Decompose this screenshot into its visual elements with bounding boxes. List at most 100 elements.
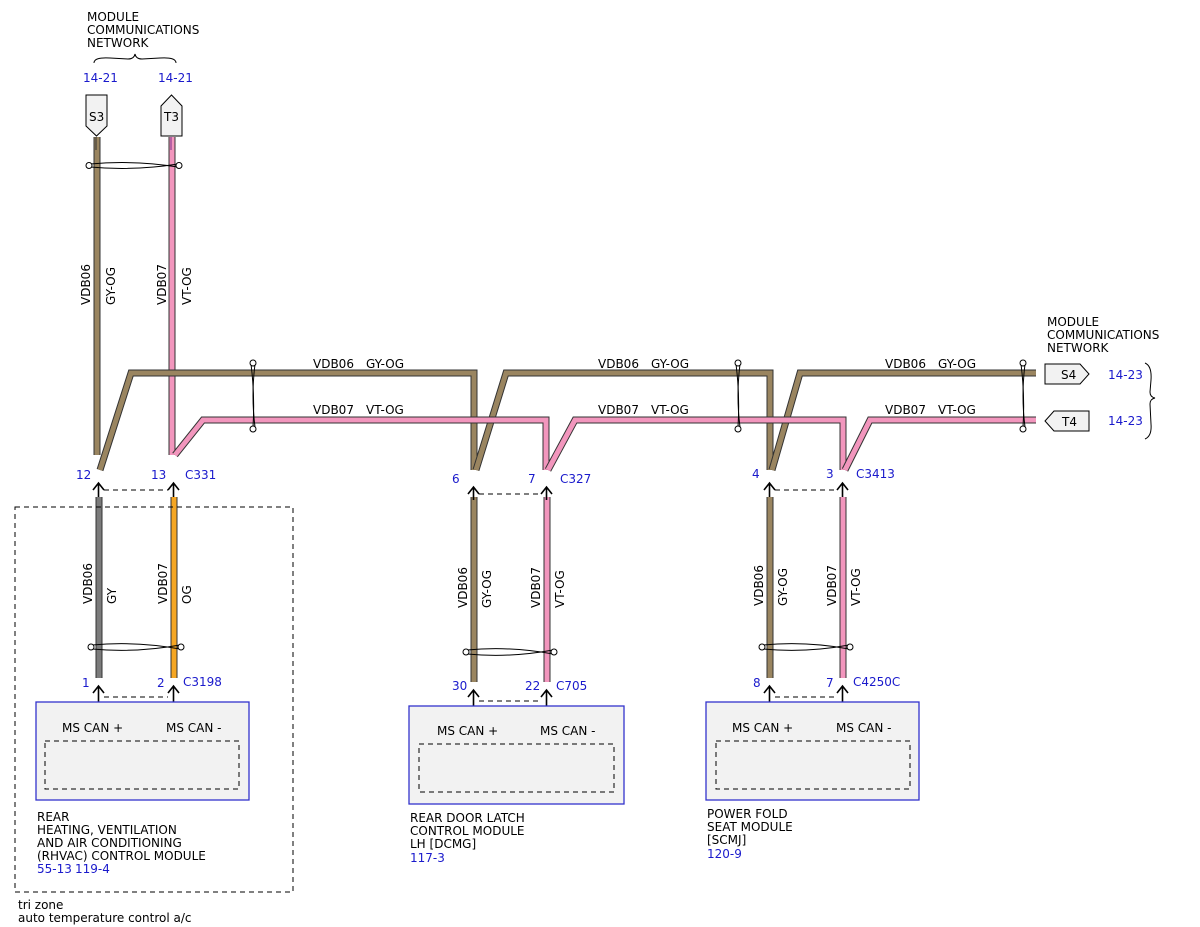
- twist-bus-1: [249, 359, 257, 433]
- dcmg-name-3: LH [DCMG]: [410, 837, 476, 851]
- m1-a-circuit: VDB06: [81, 563, 95, 604]
- twist-top: [85, 162, 183, 169]
- scmj-name-2: SEAT MODULE: [707, 820, 793, 834]
- network-right-brace: [1144, 362, 1156, 440]
- t3-ref: 14-21: [158, 71, 193, 85]
- rhvac-pin-minus: MS CAN -: [166, 721, 222, 735]
- connector-c4250c[interactable]: 8 7 C4250C: [753, 675, 900, 705]
- rhvac-name-3: AND AIR CONDITIONING: [37, 836, 182, 850]
- network-top-line1: MODULE: [87, 10, 139, 24]
- t3-flag[interactable]: T3: [160, 94, 183, 137]
- c3413-name: C3413: [856, 467, 895, 481]
- rhvac-name-1: REAR: [37, 810, 69, 824]
- c4250c-name: C4250C: [853, 675, 900, 689]
- bus-b3-circuit: VDB07: [885, 403, 926, 417]
- dcmg-name-1: REAR DOOR LATCH: [410, 811, 525, 825]
- network-top-brace: [93, 53, 177, 64]
- bus-a3-circuit: VDB06: [885, 357, 926, 371]
- top-left-a-color: GY-OG: [104, 267, 118, 305]
- rhvac-pin-plus: MS CAN +: [62, 721, 123, 735]
- m2-a-color: GY-OG: [480, 570, 494, 608]
- s3-flag[interactable]: S3: [85, 94, 108, 137]
- c327-name: C327: [560, 472, 591, 486]
- c331-pin-a: 12: [76, 468, 91, 482]
- twisted-pair-symbols: [85, 162, 1027, 656]
- bus-a3-color: GY-OG: [938, 357, 976, 371]
- module-rhvac[interactable]: MS CAN + MS CAN - REAR HEATING, VENTILAT…: [35, 701, 250, 876]
- connector-c3198[interactable]: 1 2 C3198: [82, 675, 222, 705]
- rhvac-ref-b: 119-4: [75, 862, 110, 876]
- m2-b-circuit: VDB07: [529, 567, 543, 608]
- scmj-pin-minus: MS CAN -: [836, 721, 892, 735]
- c3198-name: C3198: [183, 675, 222, 689]
- bus-b1-color: VT-OG: [366, 403, 404, 417]
- module-dcmg[interactable]: MS CAN + MS CAN - REAR DOOR LATCH CONTRO…: [408, 705, 625, 865]
- twist-m1: [87, 643, 185, 651]
- twist-m2: [462, 648, 558, 656]
- bus-b3-color: VT-OG: [938, 403, 976, 417]
- bus-wire-labels: VDB06 GY-OG VDB07 VT-OG VDB06 GY-OG VDB0…: [313, 357, 976, 417]
- s3-flag-label: S3: [89, 110, 104, 124]
- network-top-line2: COMMUNICATIONS: [87, 23, 199, 37]
- m2-b-color: VT-OG: [553, 570, 567, 608]
- c705-pin-a: 30: [452, 679, 467, 693]
- c3198-pin-b: 2: [157, 676, 165, 690]
- m2-a-circuit: VDB06: [456, 567, 470, 608]
- network-label-right: MODULE COMMUNICATIONS NETWORK: [1047, 315, 1159, 440]
- m1-a-color: GY: [105, 587, 119, 604]
- c331-pin-b: 13: [151, 468, 166, 482]
- m3-b-color: VT-OG: [849, 568, 863, 606]
- module-scmj[interactable]: MS CAN + MS CAN - POWER FOLD SEAT MODULE…: [705, 701, 920, 861]
- option-note-line1: tri zone: [18, 898, 63, 912]
- option-note-line2: auto temperature control a/c: [18, 911, 191, 925]
- dcmg-pin-minus: MS CAN -: [540, 724, 596, 738]
- bus-a1-circuit: VDB06: [313, 357, 354, 371]
- network-right-line2: COMMUNICATIONS: [1047, 328, 1159, 342]
- top-left-b-color: VT-OG: [180, 267, 194, 305]
- s4-flag[interactable]: S4: [1044, 363, 1090, 385]
- connector-c331[interactable]: 12 13 C331: [76, 468, 216, 497]
- network-right-line1: MODULE: [1047, 315, 1099, 329]
- s4-flag-label: S4: [1061, 368, 1076, 382]
- c3413-pin-a: 4: [752, 467, 760, 481]
- c4250c-pin-a: 8: [753, 676, 761, 690]
- rhvac-name-2: HEATING, VENTILATION: [37, 823, 177, 837]
- connector-c327[interactable]: 6 7 C327: [452, 472, 591, 500]
- connector-c3413[interactable]: 4 3 C3413: [752, 467, 895, 497]
- twist-m3: [758, 643, 854, 651]
- top-left-a-circuit: VDB06: [79, 264, 93, 305]
- bus-a2-circuit: VDB06: [598, 357, 639, 371]
- m3-a-circuit: VDB06: [752, 565, 766, 606]
- scmj-pin-plus: MS CAN +: [732, 721, 793, 735]
- network-right-line3: NETWORK: [1047, 341, 1110, 355]
- twist-bus-3: [1019, 359, 1027, 433]
- t4-flag-label: T4: [1061, 415, 1077, 429]
- m3-b-circuit: VDB07: [825, 565, 839, 606]
- m3-a-color: GY-OG: [776, 568, 790, 606]
- bus-a1-color: GY-OG: [366, 357, 404, 371]
- c705-name: C705: [556, 679, 587, 693]
- rhvac-ref-a: 55-13: [37, 862, 72, 876]
- bus-a2-color: GY-OG: [651, 357, 689, 371]
- connector-c705[interactable]: 30 22 C705: [452, 679, 587, 708]
- bus-b2-color: VT-OG: [651, 403, 689, 417]
- c327-pin-a: 6: [452, 472, 460, 486]
- scmj-ref: 120-9: [707, 847, 742, 861]
- t3-flag-label: T3: [163, 110, 179, 124]
- c705-pin-b: 22: [525, 679, 540, 693]
- network-label-top: MODULE COMMUNICATIONS NETWORK: [87, 10, 199, 64]
- c3198-pin-a: 1: [82, 676, 90, 690]
- scmj-name-1: POWER FOLD: [707, 807, 788, 821]
- option-boundary: [14, 506, 294, 893]
- dcmg-pin-plus: MS CAN +: [437, 724, 498, 738]
- t4-flag[interactable]: T4: [1044, 410, 1090, 432]
- c327-pin-b: 7: [528, 472, 536, 486]
- bus-b2-circuit: VDB07: [598, 403, 639, 417]
- dcmg-ref: 117-3: [410, 851, 445, 865]
- dcmg-name-2: CONTROL MODULE: [410, 824, 525, 838]
- s3-ref: 14-21: [83, 71, 118, 85]
- bus-b1-circuit: VDB07: [313, 403, 354, 417]
- scmj-name-3: [SCMJ]: [707, 833, 746, 847]
- wires: [93, 137, 1036, 682]
